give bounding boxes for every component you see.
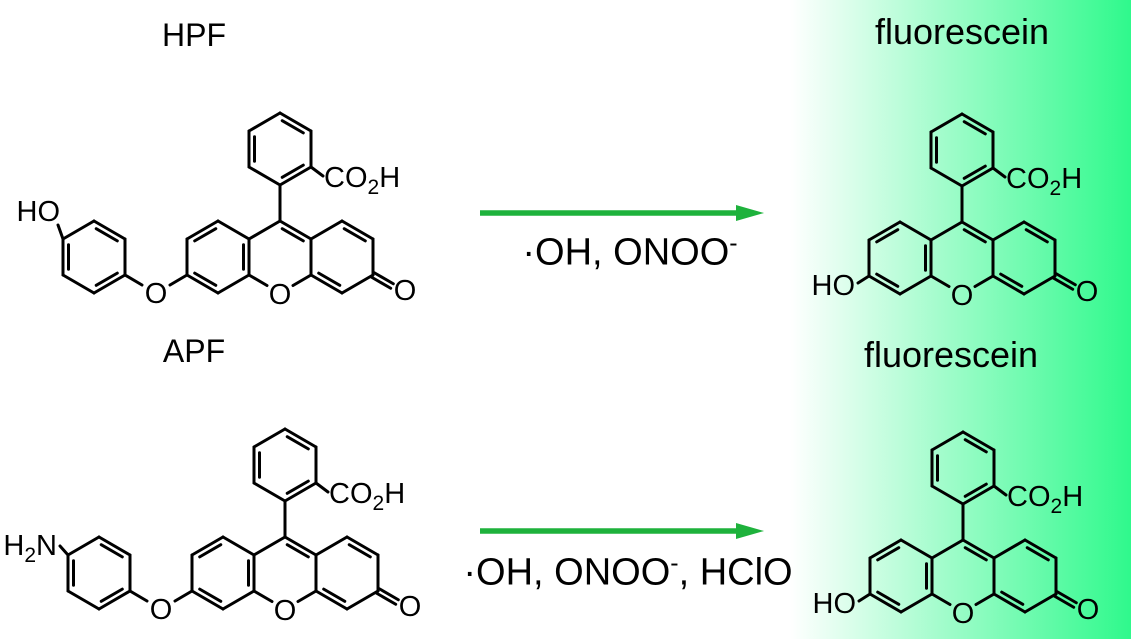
fluorescein-title-bottom: fluorescein bbox=[863, 334, 1039, 375]
carboxyl-label: CO2H bbox=[1007, 481, 1083, 518]
arrow-head bbox=[736, 205, 764, 221]
amine-label: H2N bbox=[3, 530, 57, 567]
hydroxyl-label: HO bbox=[17, 196, 61, 228]
ring-oxygen-label: O bbox=[952, 598, 975, 630]
hpf-structure: O O CO2H O HO bbox=[17, 111, 417, 311]
bond-skeleton bbox=[56, 111, 395, 295]
hydroxyl-label: HO bbox=[812, 270, 856, 302]
ketone-oxygen-label: O bbox=[1076, 276, 1099, 308]
arrow-head bbox=[736, 523, 764, 539]
carboxyl-label: CO2H bbox=[1006, 163, 1082, 200]
carboxyl-label: CO2H bbox=[324, 162, 400, 199]
superscript-charge: - bbox=[670, 549, 679, 577]
ether-oxygen-label: O bbox=[150, 594, 173, 626]
reagents-bottom-tail: , HClO bbox=[678, 551, 793, 594]
ring-oxygen-label: O bbox=[274, 595, 297, 627]
fluorescein-title-top: fluorescein bbox=[874, 11, 1050, 52]
reagents-top-main: ·OH, ONOO bbox=[522, 231, 730, 274]
ketone-oxygen-label: O bbox=[399, 591, 422, 623]
bond-skeleton bbox=[857, 430, 1078, 614]
ring-oxygen-label: O bbox=[269, 279, 292, 311]
reaction-arrow-top bbox=[480, 205, 764, 221]
superscript-charge: - bbox=[729, 229, 738, 257]
reaction-arrow-bottom bbox=[480, 523, 764, 539]
ketone-oxygen-label: O bbox=[394, 275, 417, 307]
ether-oxygen-label: O bbox=[145, 278, 168, 310]
reagents-bottom-main: ·OH, ONOO bbox=[463, 551, 671, 594]
product-highlight-panel bbox=[790, 0, 1131, 639]
apf-structure: O O CO2H O H2N bbox=[3, 427, 422, 627]
hpf-title: HPF bbox=[162, 17, 226, 53]
ketone-oxygen-label: O bbox=[1077, 594, 1100, 626]
apf-title: APF bbox=[162, 333, 226, 369]
fluorescein-structure-top: O O CO2H HO bbox=[812, 112, 1099, 312]
bond-skeleton bbox=[856, 112, 1077, 296]
fluorescein-structure-bottom: O O CO2H HO bbox=[813, 430, 1100, 630]
bond-skeleton bbox=[58, 427, 400, 611]
ring-oxygen-label: O bbox=[951, 280, 974, 312]
hydroxyl-label: HO bbox=[813, 588, 857, 620]
reagents-top: ·OH, ONOO- bbox=[522, 221, 737, 275]
carboxyl-label: CO2H bbox=[329, 478, 405, 515]
reagents-bottom: ·OH, ONOO-, HClO bbox=[463, 541, 792, 595]
